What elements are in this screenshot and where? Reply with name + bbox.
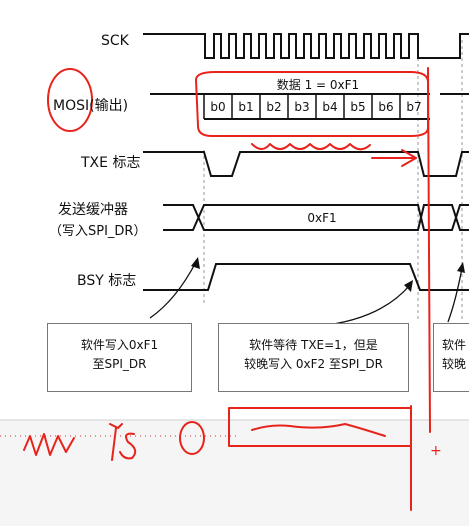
- note-line: 较晚写入 0xF2 至SPI_DR: [244, 357, 383, 371]
- note-line: 较晚: [442, 357, 467, 371]
- sck-label: SCK: [101, 33, 129, 49]
- mosi-bit-label: b4: [322, 100, 337, 114]
- mosi-label-suffix: (输出): [89, 98, 129, 114]
- plus-icon: +: [430, 443, 442, 459]
- miso-handwritten-label: [23, 421, 205, 461]
- bsy-waveform: [143, 263, 469, 291]
- note-wait-txe: 软件等待 TXE=1，但是 较晚写入 0xF2 至SPI_DR: [218, 323, 409, 392]
- mosi-bit-label: b0: [210, 100, 225, 114]
- mosi-bit-label: b2: [266, 100, 281, 114]
- buffer-label-line2: （写入SPI_DR）: [49, 224, 147, 239]
- arrowhead-icon: [191, 257, 200, 269]
- arrowhead-icon: [404, 280, 413, 292]
- buffer-bus-bottom: [163, 204, 469, 231]
- miso-highlight-box: [228, 407, 412, 447]
- mosi-data-header: 数据 1 = 0xF1: [277, 77, 359, 92]
- arrowhead-icon: [457, 262, 465, 273]
- mosi-label: MOSI(输出): [53, 95, 128, 115]
- note-line: 软件写入0xF1: [80, 338, 159, 352]
- mosi-label-name: MOSI: [53, 98, 90, 114]
- note-line: 至SPI_DR: [92, 357, 147, 371]
- note-arrow-1: [149, 261, 197, 319]
- note-partial: 软件 较晚: [433, 323, 469, 392]
- mosi-bit-label: b7: [406, 100, 421, 114]
- note-write-0xf1: 软件写入0xF1 至SPI_DR: [47, 323, 192, 392]
- txe-label: TXE 标志: [81, 155, 141, 171]
- txe-waveform: [143, 151, 469, 177]
- bsy-label: BSY 标志: [77, 273, 137, 289]
- mosi-bit-label: b5: [350, 100, 365, 114]
- note-line: 软件等待 TXE=1，但是: [249, 338, 378, 352]
- mosi-bit-separators: [203, 94, 429, 119]
- mosi-circle-annotation: [47, 68, 93, 132]
- buffer-value: 0xF1: [307, 211, 336, 225]
- note-line: 软件: [442, 338, 467, 352]
- mosi-bit-label: b3: [294, 100, 309, 114]
- buffer-label-line1: 发送缓冲器: [58, 202, 128, 218]
- lower-background: [0, 420, 469, 526]
- miso-squiggle: [251, 423, 386, 437]
- mosi-bit-label: b1: [238, 100, 253, 114]
- red-vertical-marker: [427, 67, 431, 433]
- mosi-bit-label: b6: [378, 100, 393, 114]
- note-arrow-3: [447, 267, 463, 323]
- sck-waveform: [143, 33, 469, 59]
- red-arrowhead-icon: [401, 149, 417, 167]
- squiggle-annotation: [251, 143, 371, 151]
